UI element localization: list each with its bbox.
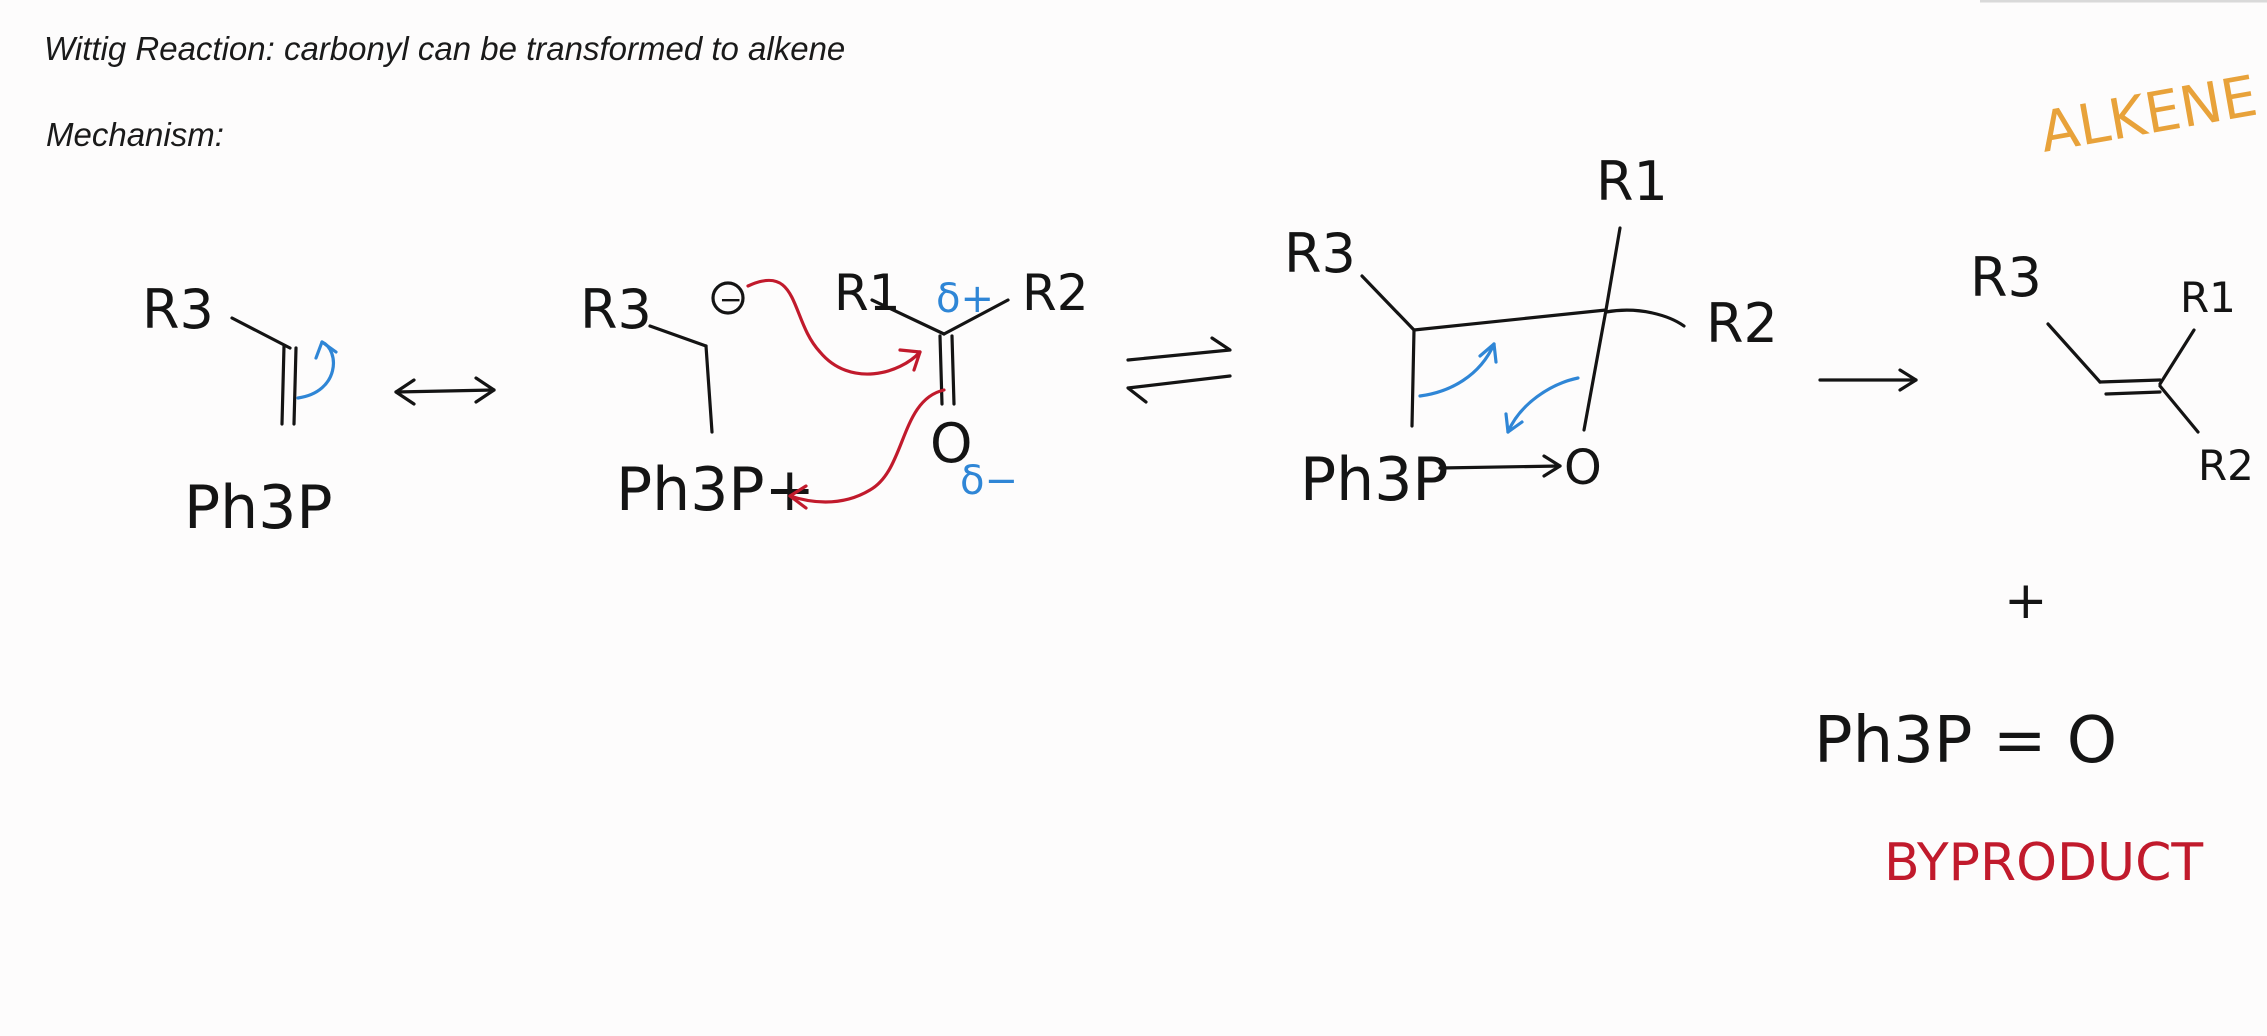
carbanion-minus: − [719, 283, 742, 316]
c-c-double-bond-2 [2104, 390, 2162, 396]
r3-label: R3 [1970, 246, 2042, 309]
ring-oxygen: O [1564, 440, 1602, 496]
delta-plus-label: δ+ [936, 276, 994, 322]
r3-bond [2046, 322, 2102, 384]
carbonyl-oxygen: O [930, 412, 973, 475]
carbonyl-structure: R1 R2 O δ+ δ− [834, 264, 1089, 504]
mechanism-heading: Mechanism: [46, 116, 224, 153]
r2-label: R2 [2198, 441, 2254, 490]
r2-bond [1604, 308, 1686, 328]
r1-bond [1604, 226, 1622, 312]
resonance-arrow [394, 376, 496, 406]
p-o-ring-bond [1438, 464, 1562, 470]
r1-label: R1 [2180, 273, 2236, 322]
r3-label: R3 [1284, 222, 1356, 285]
r3-label: R3 [580, 278, 652, 341]
r3-bond [648, 324, 708, 348]
page-title: Wittig Reaction: carbonyl can be transfo… [44, 30, 846, 67]
equilibrium-arrow [1126, 336, 1232, 404]
alkene-product: ALKENE R3 R1 R2 [1970, 64, 2262, 490]
reaction-arrow [1818, 368, 1918, 392]
c-c-ring-bond [1412, 308, 1608, 332]
electron-push-arrows [746, 278, 946, 510]
c-c-double-bond-1 [2098, 378, 2162, 384]
ring-break-arrowhead-1 [1478, 342, 1498, 364]
ring-break-arrow-2 [1506, 376, 1580, 434]
r3-label: R3 [142, 278, 214, 341]
delta-minus-label: δ− [960, 458, 1018, 504]
p-c-bond-1 [280, 344, 286, 426]
r2-label: R2 [1706, 292, 1778, 355]
r2-bond [2158, 384, 2200, 434]
attack-arrowhead [898, 348, 922, 372]
zwitterion-structure: R3 − Ph3P+ [580, 278, 815, 525]
ring-break-arrow-1 [1418, 342, 1496, 398]
plus-sign: + [2004, 571, 2048, 631]
c-p-bond [704, 344, 714, 434]
c-o-bond-1 [938, 334, 944, 406]
oxaphosphetane-structure: R3 R1 R2 O Ph3P [1284, 150, 1778, 515]
oxygen-attack-arrowhead [788, 484, 808, 510]
resonance-arrowhead [314, 340, 338, 360]
c-o-bond-2 [950, 334, 956, 406]
byproduct: Ph3P = O BYPRODUCT [1814, 704, 2203, 893]
r3-bond [230, 316, 292, 350]
ylide-structure: R3 Ph3P [142, 278, 338, 543]
r1-bond [2158, 328, 2196, 386]
oxygen-attack-arrow [788, 388, 946, 504]
c-p-ring-bond [1410, 328, 1416, 428]
ph3p-label: Ph3P [184, 473, 333, 543]
r1-bond [870, 298, 946, 336]
p-c-bond-2 [292, 346, 298, 426]
c-o-ring-bond [1582, 308, 1608, 432]
r2-bond [942, 298, 1010, 336]
r1-label: R1 [834, 264, 901, 322]
ph3p-plus-label: Ph3P+ [616, 455, 815, 525]
attack-arrow [746, 278, 922, 376]
r1-label: R1 [1596, 150, 1668, 213]
ph3p-label: Ph3P [1300, 445, 1449, 515]
resonance-curved-arrow [296, 340, 335, 400]
alkene-annotation: ALKENE [2035, 64, 2262, 166]
carbanion-charge-circle [711, 281, 745, 315]
ring-break-arrowhead-2 [1504, 412, 1524, 434]
p-o-arrowhead [1542, 454, 1562, 478]
r2-label: R2 [1022, 264, 1089, 322]
r3-bond [1360, 274, 1416, 332]
phosphine-oxide-formula: Ph3P = O [1814, 704, 2117, 778]
byproduct-annotation: BYPRODUCT [1884, 833, 2203, 893]
